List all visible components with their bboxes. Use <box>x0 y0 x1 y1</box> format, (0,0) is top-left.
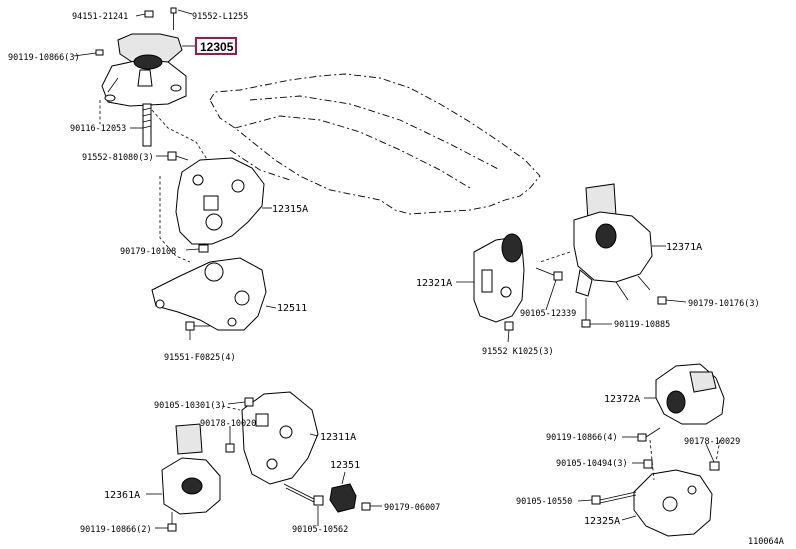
bracket-12315a[interactable] <box>175 157 265 245</box>
label-12315a[interactable]: 12315A <box>272 204 308 215</box>
label-90105-10550[interactable]: 90105-10550 <box>516 497 572 507</box>
bolt-90105-10494[interactable] <box>643 459 653 469</box>
engine-outline <box>209 73 541 215</box>
label-90119-10885[interactable]: 90119-10885 <box>614 320 670 330</box>
bracket-12311a[interactable] <box>241 391 319 485</box>
label-90105-10562[interactable]: 90105-10562 <box>292 525 348 535</box>
label-12361a[interactable]: 12361A <box>104 490 140 501</box>
label-90179-06007[interactable]: 90179-06007 <box>384 503 440 513</box>
label-90116-12053[interactable]: 90116-12053 <box>70 124 126 134</box>
label-12371a[interactable]: 12371A <box>666 242 702 253</box>
bolt-91552-81080[interactable] <box>167 151 189 161</box>
stud-90116-12053[interactable] <box>142 103 152 147</box>
bolt-91552-l1255[interactable] <box>170 7 177 30</box>
nut-94151-21241[interactable] <box>144 10 154 18</box>
label-94151-21241[interactable]: 94151-21241 <box>72 12 128 22</box>
nut-90179-10176[interactable] <box>657 296 667 305</box>
label-90179-10176-3[interactable]: 90179-10176(3) <box>688 299 760 309</box>
engine-mount-12305[interactable] <box>101 33 187 107</box>
label-12325a[interactable]: 12325A <box>584 516 620 527</box>
nut-90179-06007[interactable] <box>361 502 371 511</box>
label-12372a[interactable]: 12372A <box>604 394 640 405</box>
label-90178-10020[interactable]: 90178-10020 <box>200 419 256 429</box>
label-91551-f0825-4[interactable]: 91551-F0825(4) <box>164 353 236 363</box>
label-12311a[interactable]: 12311A <box>320 432 356 443</box>
bracket-12325a[interactable] <box>633 469 713 537</box>
mount-12372a[interactable] <box>655 363 725 425</box>
label-12321a[interactable]: 12321A <box>416 278 452 289</box>
bolt-90105-12339[interactable] <box>535 267 563 281</box>
bolt-90119-10866-right[interactable] <box>637 427 661 442</box>
label-91552-l1255[interactable]: 91552-L1255 <box>192 12 248 22</box>
bolt-90105-10550[interactable] <box>591 491 637 505</box>
label-12351[interactable]: 12351 <box>330 460 360 471</box>
nut-90178-10029[interactable] <box>709 461 720 471</box>
highlight-box-12305 <box>195 37 237 55</box>
label-90105-10494-3[interactable]: 90105-10494(3) <box>556 459 628 469</box>
nut-90178-10020[interactable] <box>225 443 235 453</box>
label-90105-12339[interactable]: 90105-12339 <box>520 309 576 319</box>
label-90119-10866-2[interactable]: 90119-10866(2) <box>80 525 152 535</box>
leader-lines <box>73 9 715 529</box>
mount-12361a[interactable] <box>161 423 221 515</box>
bushing-12351[interactable] <box>329 483 357 513</box>
label-90105-10301-3[interactable]: 90105-10301(3) <box>154 401 226 411</box>
bolt-90119-10885[interactable] <box>581 298 591 328</box>
label-12511[interactable]: 12511 <box>277 303 307 314</box>
nut-90179-10108[interactable] <box>198 244 209 253</box>
label-91552-81080-3[interactable]: 91552-81080(3) <box>82 153 154 163</box>
bolt-90119-10866-bottom[interactable] <box>167 512 177 532</box>
label-90119-10866-4[interactable]: 90119-10866(4) <box>546 433 618 443</box>
label-90119-10866-3-top[interactable]: 90119-10866(3) <box>8 53 80 63</box>
engine-mount-12371a[interactable] <box>573 183 653 301</box>
label-90179-10108[interactable]: 90179-10108 <box>120 247 176 257</box>
label-90178-10029[interactable]: 90178-10029 <box>684 437 740 447</box>
bracket-12321a[interactable] <box>473 233 525 323</box>
bolt-91552-k1025[interactable] <box>504 321 514 331</box>
label-91552-k1025-3[interactable]: 91552 K1025(3) <box>482 347 554 357</box>
diagram-id: 110064A <box>748 537 784 547</box>
bolt-90119-10866-top[interactable] <box>95 49 104 56</box>
bolt-90105-10562[interactable] <box>283 483 324 506</box>
bolt-90105-10301[interactable] <box>244 397 254 407</box>
bracket-12511[interactable] <box>151 257 267 331</box>
label-12305[interactable]: 12305 <box>200 40 234 54</box>
